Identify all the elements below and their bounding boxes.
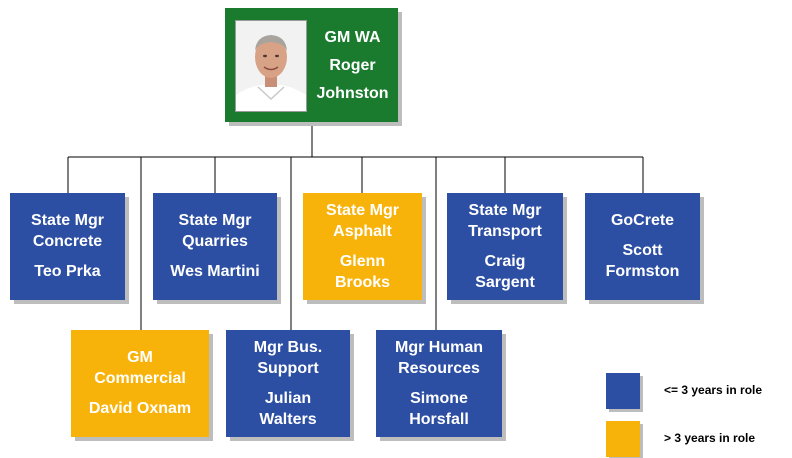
- box-role-line: GM: [127, 349, 153, 366]
- box-person-name: Horsfall: [409, 411, 469, 428]
- box-role-line: Resources: [398, 360, 480, 377]
- state-mgr-transport-box: State Mgr Transport Craig Sargent: [447, 193, 563, 300]
- box-person-name: Scott: [622, 242, 663, 259]
- box-person-name: Wes Martini: [170, 263, 260, 280]
- box-person-name: Julian: [264, 390, 312, 407]
- portrait-photo: [235, 20, 307, 112]
- box-person-name: Formston: [605, 263, 680, 280]
- gm-wa-name-last: Johnston: [316, 85, 389, 102]
- box-role-line: State Mgr: [468, 202, 542, 219]
- gm-wa-name-first: Roger: [329, 57, 376, 74]
- box-person-name: Teo Prka: [34, 263, 101, 280]
- mgr-human-resources-box: Mgr Human Resources Simone Horsfall: [376, 330, 502, 437]
- state-mgr-asphalt-box: State Mgr Asphalt Glenn Brooks: [303, 193, 422, 300]
- mgr-bus-support-box: Mgr Bus. Support Julian Walters: [226, 330, 350, 437]
- box-role-line: Mgr Human: [395, 339, 483, 356]
- gocrete-box: GoCrete Scott Formston: [585, 193, 700, 300]
- legend-swatch-long: [606, 421, 640, 457]
- gm-wa-box: GM WA Roger Johnston: [225, 8, 398, 122]
- box-person-name: David Oxnam: [88, 400, 192, 417]
- gm-wa-title: GM WA: [324, 29, 381, 46]
- box-person-name: Glenn: [339, 253, 386, 270]
- box-person-name: Simone: [410, 390, 468, 407]
- box-person-name: Craig: [484, 253, 526, 270]
- box-role-line: Asphalt: [333, 223, 392, 240]
- box-person-name: Sargent: [475, 274, 535, 291]
- box-role-line: State Mgr: [326, 202, 399, 219]
- state-mgr-concrete-box: State Mgr Concrete Teo Prka: [10, 193, 125, 300]
- box-person-name: Brooks: [334, 274, 391, 291]
- legend-label-long: > 3 years in role: [664, 431, 756, 445]
- box-role-line: Quarries: [182, 233, 248, 250]
- box-person-name: Walters: [259, 411, 317, 428]
- box-role-line: Transport: [468, 223, 542, 240]
- box-role-line: Commercial: [94, 370, 186, 387]
- box-role-line: GoCrete: [610, 212, 675, 229]
- box-role-line: Mgr Bus.: [253, 339, 323, 356]
- state-mgr-quarries-box: State Mgr Quarries Wes Martini: [153, 193, 277, 300]
- box-role-line: State Mgr: [178, 212, 252, 229]
- legend-label-short: <= 3 years in role: [664, 383, 763, 397]
- box-role-line: Concrete: [32, 233, 103, 250]
- legend-swatch-short: [606, 373, 640, 409]
- gm-wa-text: GM WA Roger Johnston: [307, 24, 398, 108]
- gm-commercial-box: GM Commercial David Oxnam: [71, 330, 209, 437]
- box-role-line: Support: [257, 360, 319, 377]
- box-role-line: State Mgr: [31, 212, 104, 229]
